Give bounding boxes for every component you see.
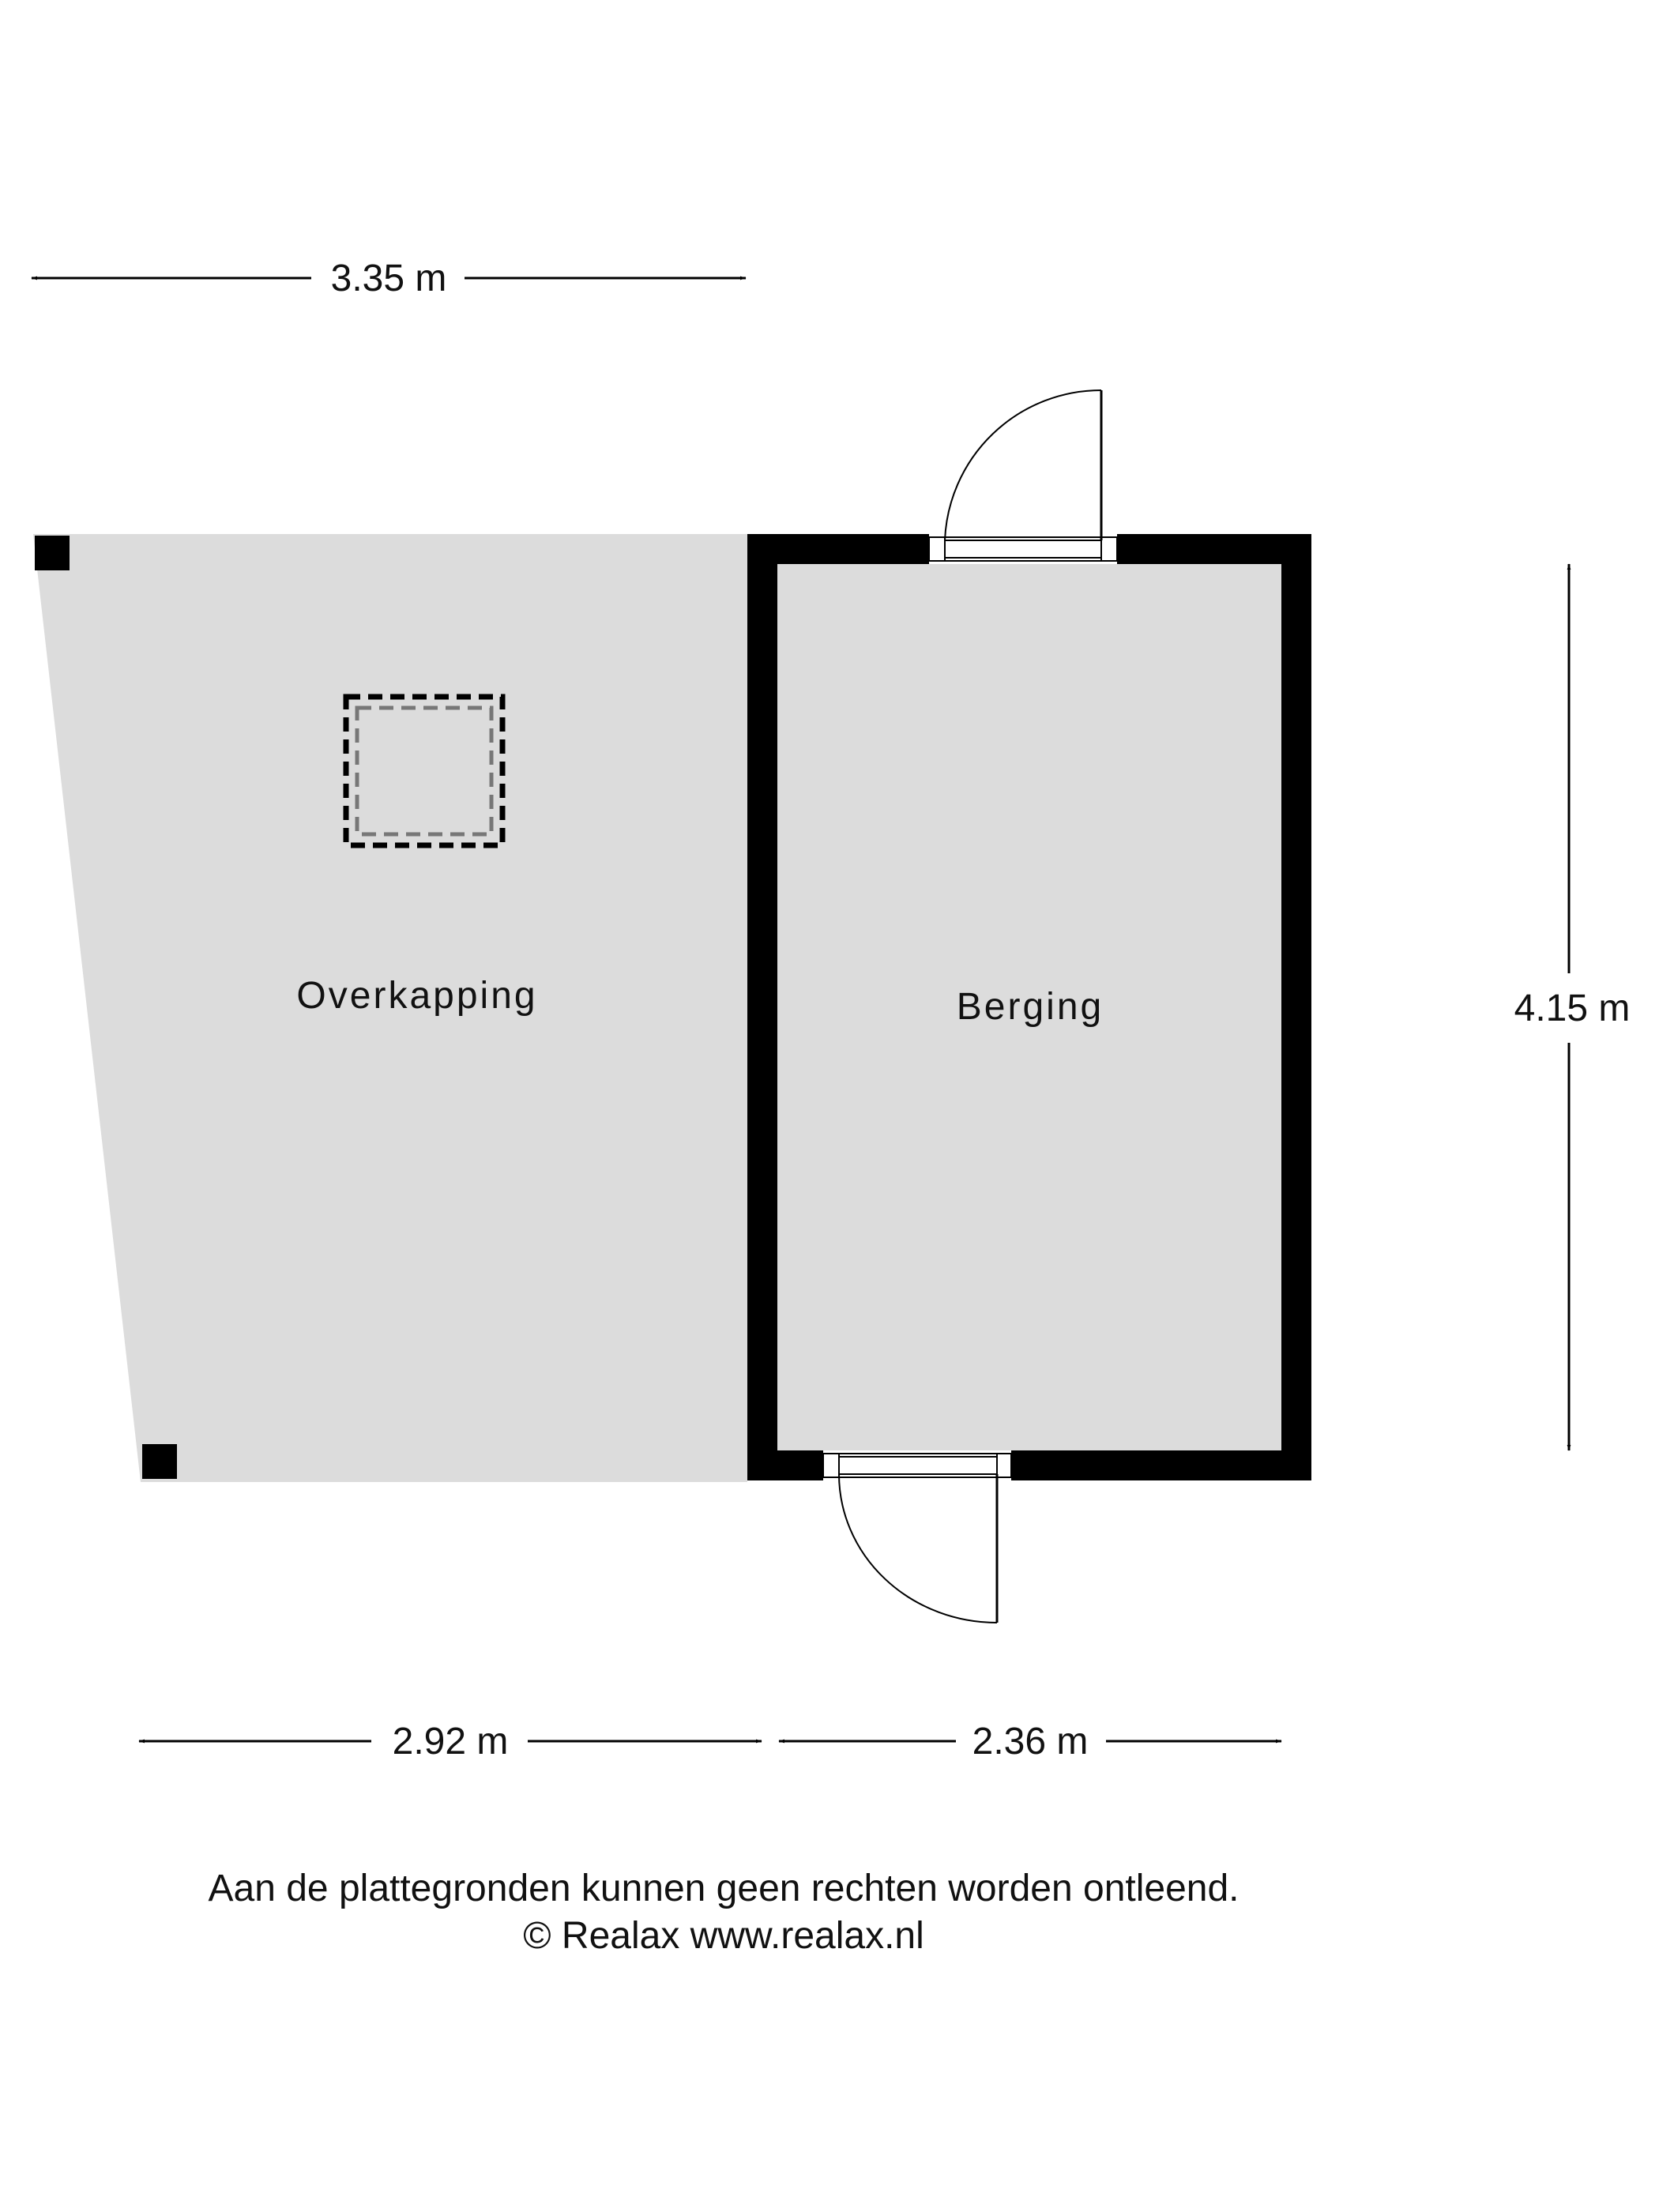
dimension-right-label: 4.15 m (1514, 988, 1631, 1029)
berging-walls (747, 534, 1311, 1480)
dimension-bottom-right: 2.36 m (778, 1721, 1282, 1762)
footer-disclaimer: Aan de plattegronden kunnen geen rechten… (208, 1868, 1239, 1909)
dimension-top-label: 3.35 m (331, 258, 447, 299)
door-bottom (822, 1453, 1012, 1623)
berging-floor (777, 564, 1281, 1450)
overkapping-floor (33, 534, 747, 1482)
dimension-bottom-left: 2.92 m (138, 1721, 762, 1762)
skylight (343, 694, 506, 848)
dimension-top: 3.35 m (31, 258, 747, 299)
dimension-right: 4.15 m (1514, 563, 1631, 1451)
room-label-overkapping: Overkapping (296, 975, 537, 1017)
room-label-berging: Berging (957, 986, 1104, 1028)
dimension-bottom-right-label: 2.36 m (972, 1721, 1089, 1762)
footer-copyright: © Realax www.realax.nl (523, 1915, 924, 1957)
post-bottom-left (142, 1444, 177, 1479)
post-top-left (35, 536, 70, 570)
dimension-bottom-left-label: 2.92 m (393, 1721, 509, 1762)
door-top (928, 389, 1118, 562)
